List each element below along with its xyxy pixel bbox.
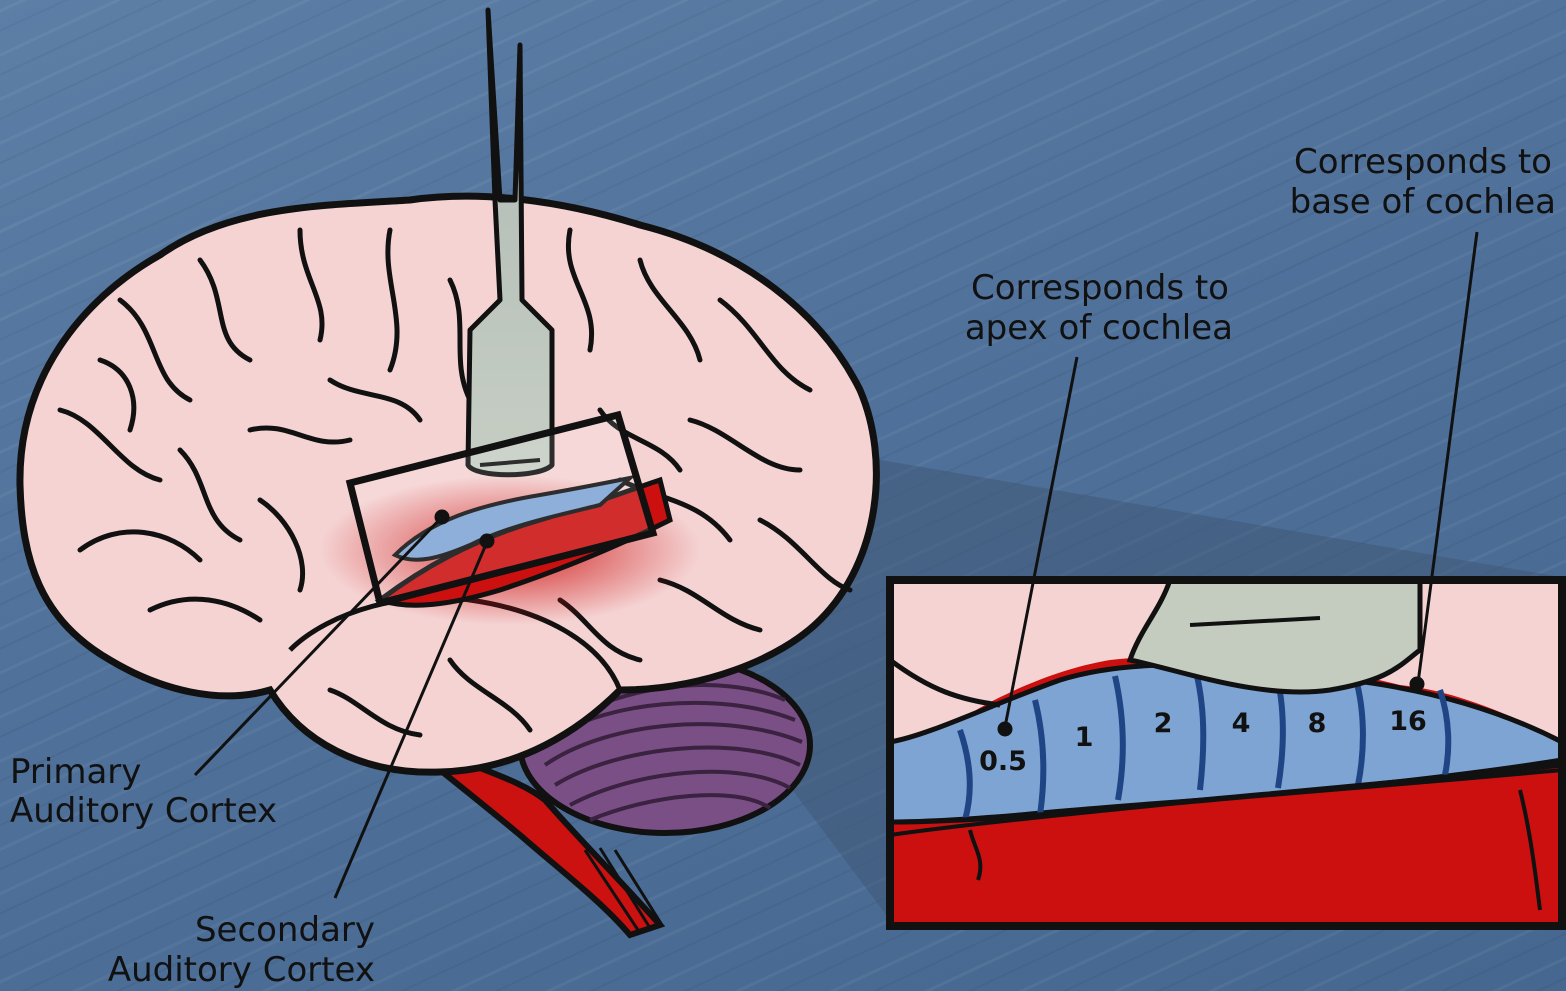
tone-label: 1 — [1075, 722, 1094, 753]
label-primary-line2: Auditory Cortex — [10, 791, 277, 831]
label-base-line2: base of cochlea — [1290, 182, 1556, 222]
label-primary-line1: Primary — [10, 752, 141, 792]
tone-label: 16 — [1389, 706, 1427, 737]
label-apex-line1: Corresponds to — [971, 268, 1229, 308]
label-base-of-cochlea: Corresponds to base of cochlea — [1290, 142, 1556, 222]
tone-label: 0.5 — [979, 746, 1027, 777]
label-secondary-line1: Secondary — [195, 910, 375, 950]
label-base-line1: Corresponds to — [1294, 142, 1552, 182]
tone-label: 4 — [1232, 708, 1251, 739]
label-apex-line2: apex of cochlea — [965, 308, 1233, 348]
label-apex-of-cochlea: Corresponds to apex of cochlea — [965, 268, 1233, 348]
label-secondary-line2: Auditory Cortex — [108, 950, 375, 990]
tone-label: 8 — [1308, 708, 1327, 739]
tone-label: 2 — [1154, 708, 1173, 739]
